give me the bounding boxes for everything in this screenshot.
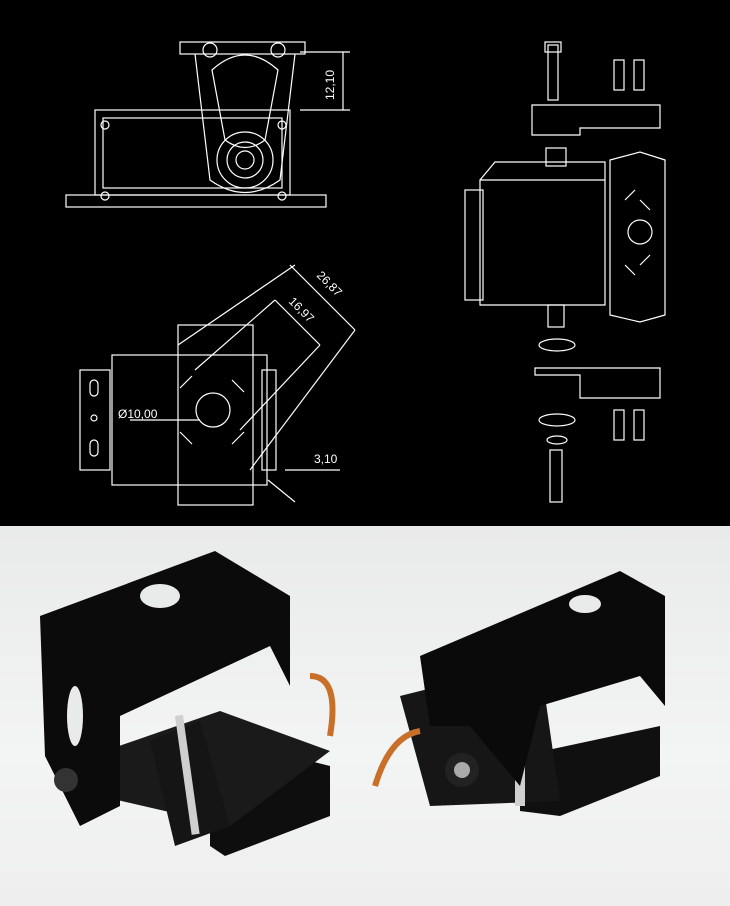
servo-photo-right <box>372 571 665 816</box>
dimension-inner-diagonal: 16,97 <box>286 294 317 325</box>
front-view <box>65 41 350 208</box>
servo-photo-left <box>40 551 336 856</box>
product-photos-panel <box>0 526 730 906</box>
technical-drawing: 12,10 26,87 16,97 Ø10,00 3,10 <box>65 41 666 506</box>
top-view <box>79 264 356 506</box>
dimension-arm-height: 12,10 <box>323 70 337 100</box>
dimension-thickness: 3,10 <box>314 452 338 466</box>
exploded-view <box>464 41 666 503</box>
dimension-hole-diameter: Ø10,00 <box>118 407 158 421</box>
dimension-outer-diagonal: 26,87 <box>314 268 345 299</box>
technical-drawing-panel: 12,10 26,87 16,97 Ø10,00 3,10 <box>0 0 730 526</box>
product-photos <box>40 551 665 856</box>
